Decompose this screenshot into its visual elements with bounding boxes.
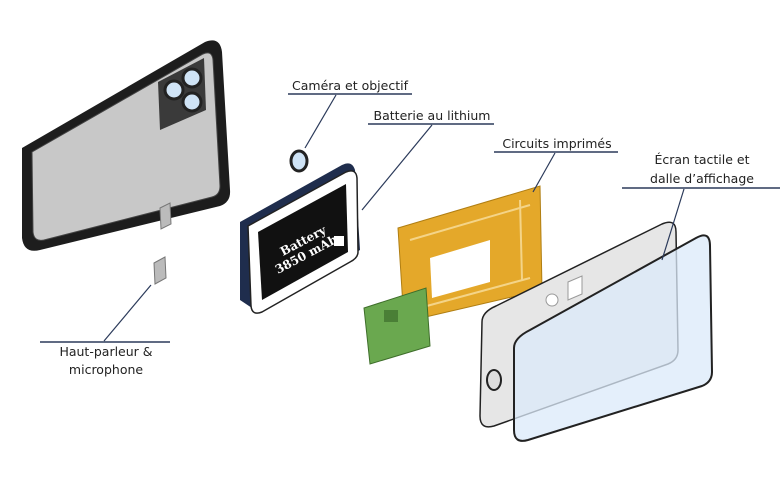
label-screen-line1: Écran tactile et [654,152,749,167]
secondary-circuit-board [363,287,431,365]
home-button [486,369,502,391]
recycle-icon [334,236,344,246]
label-speaker-line1: Haut-parleur & [59,344,152,359]
pencil-icon [567,275,583,301]
label-speaker-line2: microphone [69,362,143,377]
label-camera: Caméra et objectif [292,78,409,93]
clock-icon [545,293,559,307]
label-screen-line2: dalle d’affichage [650,171,754,186]
label-battery: Batterie au lithium [374,108,491,123]
label-circuits: Circuits imprimés [502,136,611,151]
touchscreen-glass [513,234,714,442]
battery: Battery 3850 mAh [240,163,360,314]
speaker-grille [153,202,172,285]
main-circuit-board [397,185,543,323]
rear-camera-module [158,58,206,130]
camera-lens [289,149,309,173]
phone-back-case [22,40,231,251]
